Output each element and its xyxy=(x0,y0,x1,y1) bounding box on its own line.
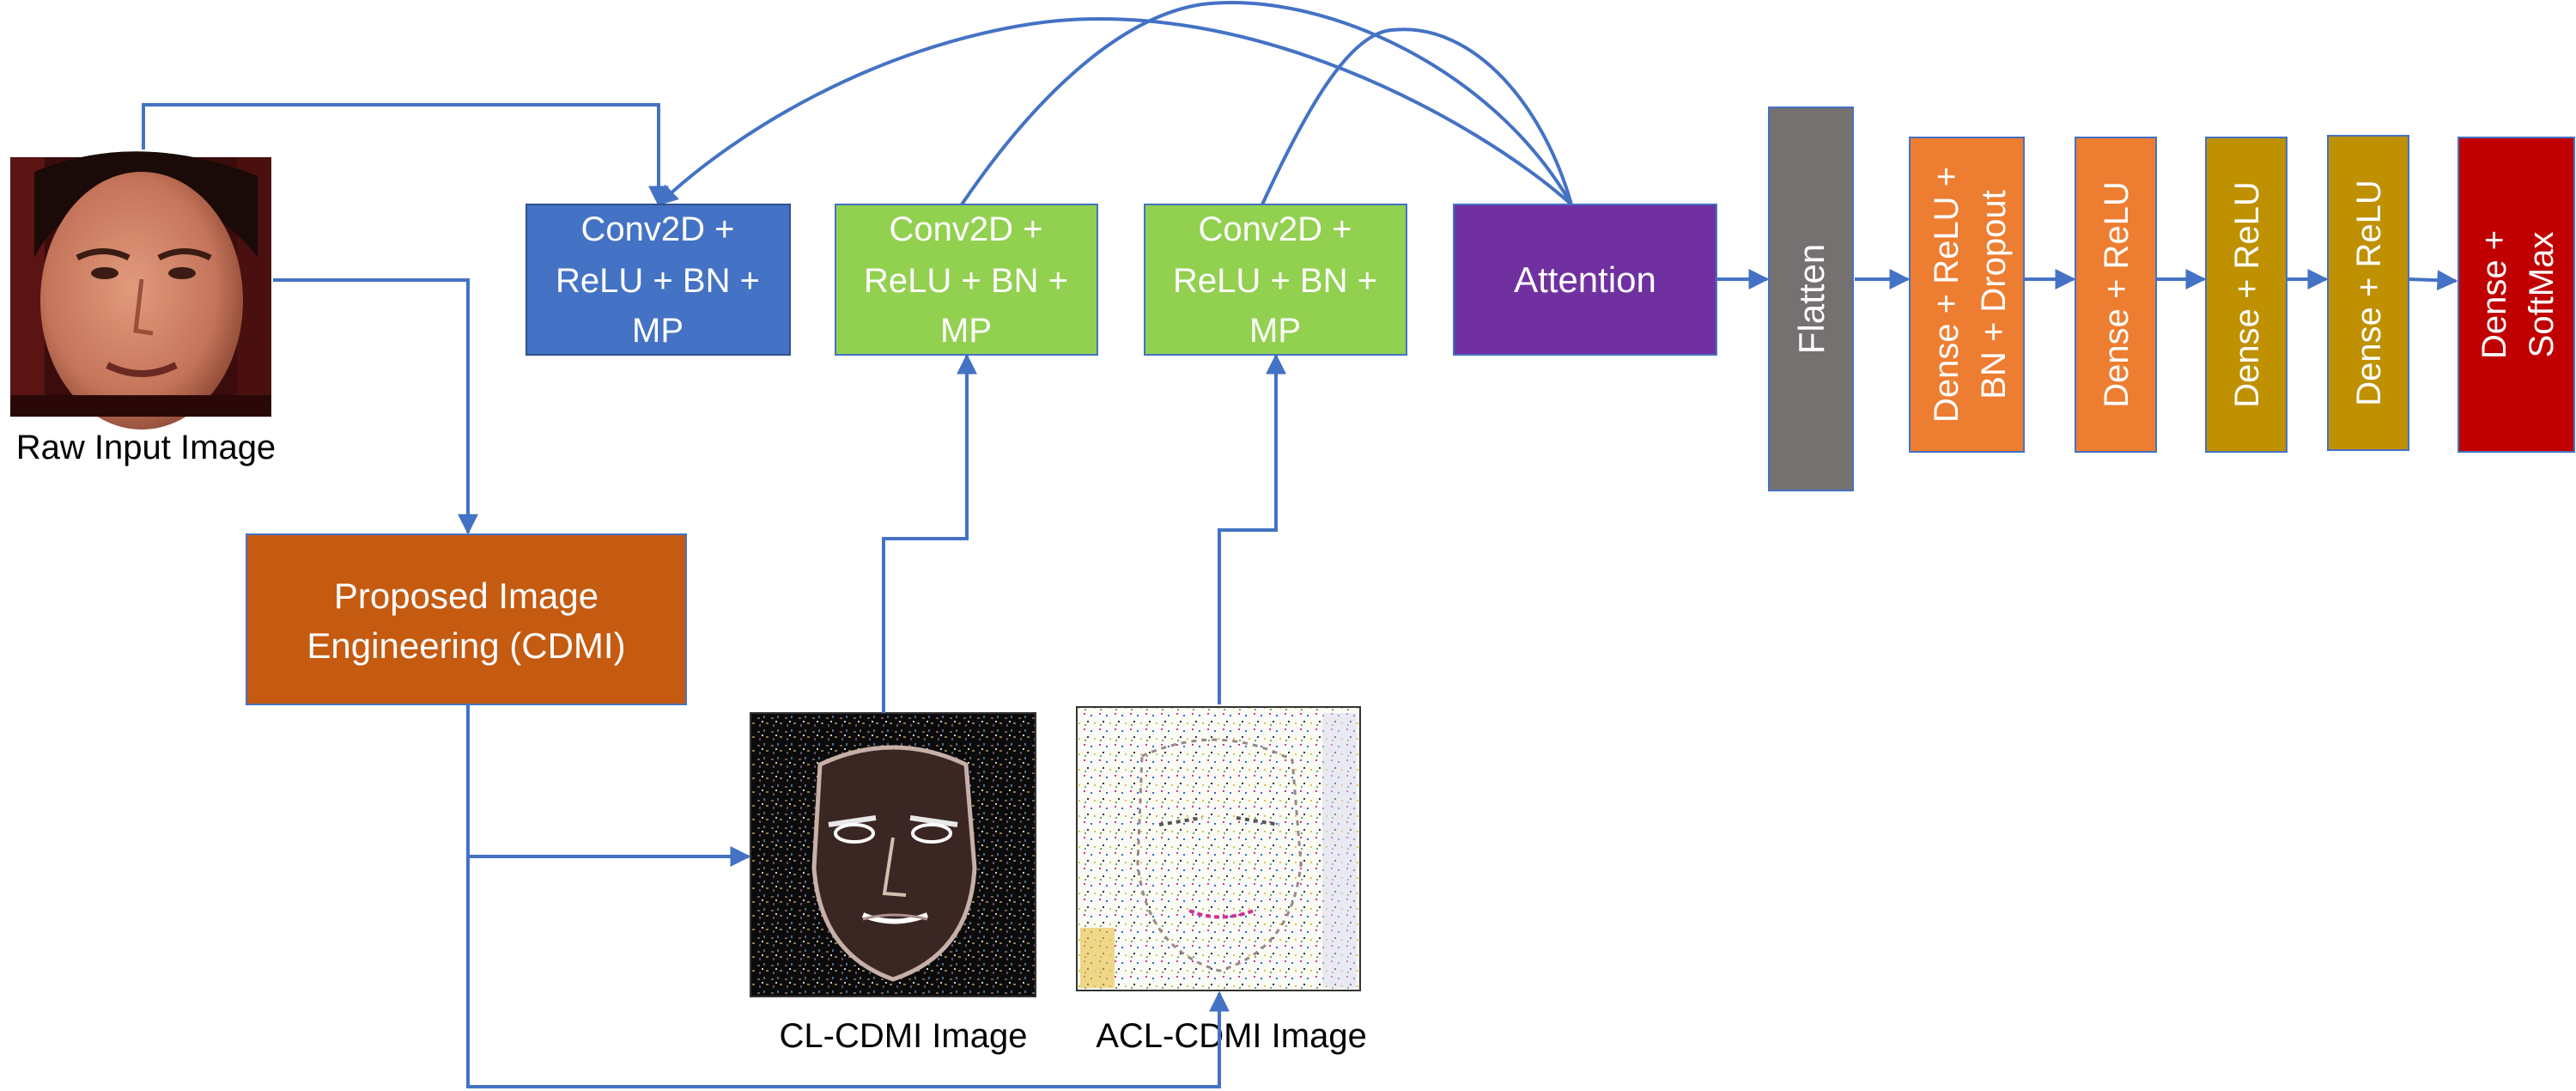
connector-conv2-attention xyxy=(960,0,1573,206)
dense-layer-4: Dense + ReLU xyxy=(2327,135,2409,451)
attention-label: Attention xyxy=(1514,259,1656,300)
dense4-label: Dense + ReLU xyxy=(2350,180,2388,405)
connector-dense4-to-softmax xyxy=(2409,270,2458,291)
attention-block: Attention xyxy=(1453,204,1717,356)
conv3-line-3: MP xyxy=(1249,312,1301,350)
cdmi-label-line-2: Engineering (CDMI) xyxy=(307,625,625,666)
dense-layer-2: Dense + ReLU xyxy=(2075,137,2157,453)
softmax-line-2: SoftMax xyxy=(2523,232,2561,358)
conv-block-1: Conv2D + ReLU + BN + MP xyxy=(526,204,791,356)
raw-input-image xyxy=(10,151,271,430)
flatten-block: Flatten xyxy=(1768,107,1854,491)
conv-block-2: Conv2D + ReLU + BN + MP xyxy=(835,204,1098,356)
dense3-label: Dense + ReLU xyxy=(2228,181,2266,407)
cdmi-label-line-1: Proposed Image xyxy=(334,576,598,616)
softmax-layer: Dense + SoftMax xyxy=(2458,137,2575,453)
dense2-label: Dense + ReLU xyxy=(2098,181,2136,407)
conv1-line-1: Conv2D + xyxy=(581,210,735,248)
cdmi-box: Proposed Image Engineering (CDMI) xyxy=(246,533,687,705)
cl-cdmi-image xyxy=(750,712,1036,997)
softmax-line-1: Dense + xyxy=(2476,230,2513,359)
acl-cdmi-image xyxy=(1076,706,1361,991)
connector-cdmi-to-acl xyxy=(466,856,1230,1088)
conv1-line-2: ReLU + BN + xyxy=(556,262,760,300)
dense1-line-1: Dense + ReLU + xyxy=(1928,167,1965,423)
conv3-line-1: Conv2D + xyxy=(1199,210,1352,248)
raw-image-label: Raw Input Image xyxy=(16,429,276,466)
conv2-line-2: ReLU + BN + xyxy=(864,262,1068,300)
dense-layer-1: Dense + ReLU + BN + Dropout xyxy=(1909,137,2025,453)
conv2-line-1: Conv2D + xyxy=(890,210,1043,248)
conv2-line-3: MP xyxy=(940,312,992,350)
connector-cdmi-to-cl xyxy=(466,704,751,867)
connector-attention-to-conv1 xyxy=(657,16,1573,206)
connector-raw-to-conv1 xyxy=(142,103,669,207)
connector-cl-to-conv2 xyxy=(882,353,977,713)
connector-conv3-attention xyxy=(1261,27,1573,205)
connector-acl-to-conv3 xyxy=(1218,353,1286,704)
conv-block-3: Conv2D + ReLU + BN + MP xyxy=(1144,204,1407,356)
conv1-line-3: MP xyxy=(632,312,683,350)
conv3-line-2: ReLU + BN + xyxy=(1173,262,1377,300)
cl-cdmi-label: CL-CDMI Image xyxy=(780,1017,1028,1055)
connectors xyxy=(142,0,2458,1088)
acl-cdmi-label: ACL-CDMI Image xyxy=(1096,1017,1367,1055)
flatten-label: Flatten xyxy=(1791,244,1832,354)
connector-raw-to-cdmi xyxy=(273,278,478,535)
dense1-line-2: BN + Dropout xyxy=(1975,190,2013,399)
dense-layer-3: Dense + ReLU xyxy=(2205,137,2287,453)
